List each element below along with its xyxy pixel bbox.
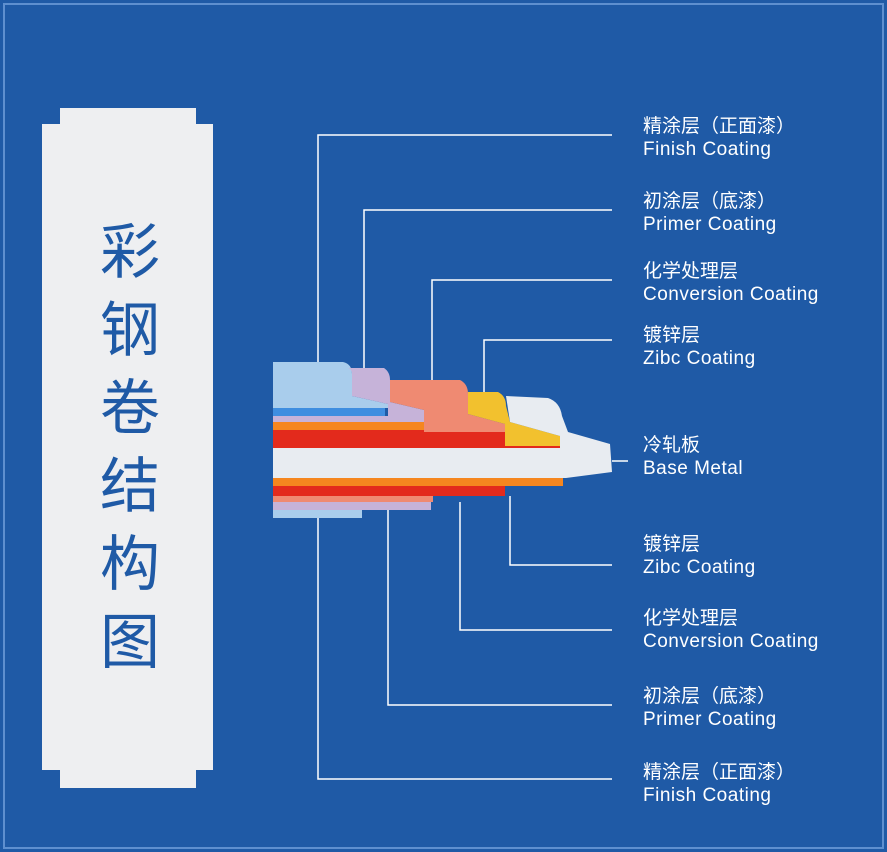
stripe-upper-blue — [273, 408, 385, 416]
label-en: Finish Coating — [643, 785, 772, 806]
label-zh: 精涂层（正面漆） — [643, 115, 796, 137]
label-zh: 化学处理层 — [643, 607, 739, 629]
leader-bottom-conversion — [459, 502, 612, 631]
title-char: 彩 — [100, 218, 160, 288]
leader-top-finish — [317, 134, 612, 362]
layer-bottom-finish — [273, 510, 362, 518]
layer-top-finish — [273, 362, 388, 408]
label-base-metal: 冷轧板 Base Metal — [643, 433, 743, 481]
label-zh: 初涂层（底漆） — [643, 685, 777, 707]
label-top-zinc: 镀锌层 Zibc Coating — [643, 323, 756, 371]
label-en: Conversion Coating — [643, 284, 819, 305]
label-top-conversion: 化学处理层 Conversion Coating — [643, 259, 819, 307]
leader-top-conversion — [431, 279, 612, 380]
stripe-lower-orange — [273, 478, 563, 486]
label-en: Base Metal — [643, 458, 744, 479]
title-char: 构 — [100, 530, 160, 600]
label-zh: 精涂层（正面漆） — [643, 761, 796, 783]
label-en: Zibc Coating — [643, 348, 756, 369]
title-panel — [42, 108, 213, 788]
label-en: Zibc Coating — [643, 557, 756, 578]
layer-top-conversion — [390, 380, 505, 432]
title-char: 钢 — [100, 296, 160, 366]
outer-border — [3, 3, 884, 849]
leader-lines — [317, 134, 628, 780]
title-char: 卷 — [100, 374, 160, 444]
title-char: 图 — [100, 608, 160, 678]
title-char: 结 — [100, 452, 160, 522]
layer-top-primer — [273, 368, 424, 422]
label-bottom-primer: 初涂层（底漆） Primer Coating — [643, 684, 777, 732]
leader-bottom-finish — [317, 518, 612, 780]
label-en: Primer Coating — [643, 709, 777, 730]
layer-bottom-conversion — [273, 496, 433, 502]
label-bottom-conversion: 化学处理层 Conversion Coating — [643, 606, 819, 654]
layer-base-metal — [273, 396, 612, 478]
stripe-lower-red — [273, 486, 505, 496]
label-top-finish: 精涂层（正面漆） Finish Coating — [643, 114, 795, 162]
stripe-upper-orange — [273, 422, 424, 430]
leader-bottom-zinc — [509, 496, 612, 566]
vertical-title: 彩 钢 卷 结 构 图 — [40, 108, 220, 788]
label-zh: 冷轧板 — [643, 434, 701, 456]
leader-top-primer — [363, 209, 612, 368]
label-en: Conversion Coating — [643, 631, 819, 652]
layer-top-zinc — [468, 392, 560, 446]
label-top-primer: 初涂层（底漆） Primer Coating — [643, 189, 777, 237]
label-en: Primer Coating — [643, 214, 777, 235]
layer-bottom-primer — [273, 502, 431, 510]
label-bottom-zinc: 镀锌层 Zibc Coating — [643, 532, 756, 580]
stripe-upper-red — [273, 430, 560, 448]
steel-cross-section — [273, 362, 612, 518]
label-zh: 化学处理层 — [643, 260, 739, 282]
label-zh: 镀锌层 — [643, 324, 701, 346]
label-bottom-finish: 精涂层（正面漆） Finish Coating — [643, 760, 795, 808]
leader-top-zinc — [483, 339, 612, 392]
label-en: Finish Coating — [643, 139, 772, 160]
leader-bottom-primer — [387, 510, 612, 706]
label-zh: 初涂层（底漆） — [643, 190, 777, 212]
label-zh: 镀锌层 — [643, 533, 701, 555]
